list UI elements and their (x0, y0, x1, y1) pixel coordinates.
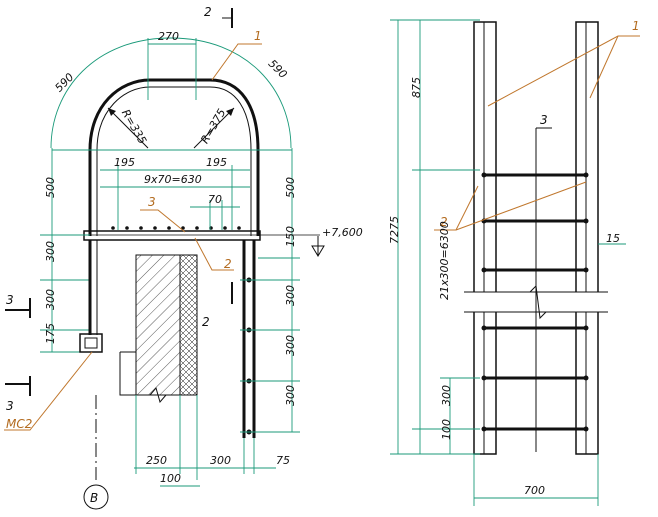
leader-1 (211, 43, 262, 81)
dim-300-right-a: 300 (284, 285, 297, 306)
platform-bolts (111, 226, 241, 230)
wall-section-insulation (179, 254, 198, 396)
dim-175: 175 (44, 323, 57, 344)
dim-300-left-b: 300 (44, 289, 57, 310)
ladder-rungs-side (246, 277, 252, 435)
dim-300-right: 300 (440, 385, 453, 406)
dim-300-bottom: 300 (210, 454, 231, 467)
section-2-side-label: 2 (202, 315, 210, 329)
section-3-bottom-label: 3 (6, 399, 14, 413)
arc-dim-left: 590 (52, 71, 76, 95)
level-mark-icon (311, 236, 325, 257)
left-view: 2 1 590 590 270 R=335 R=375 195 195 9x70… (4, 5, 363, 510)
dim-270: 270 (158, 30, 179, 43)
dim-300-right-c: 300 (284, 385, 297, 406)
radius-right: R=375 (198, 107, 228, 146)
callout-2-left: 2 (224, 257, 232, 271)
radius-left: R=335 (119, 107, 149, 146)
callout-3-left: 3 (148, 195, 156, 209)
leader-mc2 (4, 351, 93, 431)
section-3-bottom-marker (5, 376, 31, 396)
dim-150: 150 (284, 226, 297, 247)
right-view: 1 2 3 7275 875 21x300=6300 300 100 15 70… (388, 19, 640, 506)
axis-bubble (83, 484, 109, 510)
dim-9x70: 9x70=630 (144, 173, 202, 186)
dim-70: 70 (208, 193, 222, 206)
label-mc2: МС2 (6, 417, 32, 431)
dim-300-right-b: 300 (284, 335, 297, 356)
radius-left-arrow (108, 108, 116, 116)
bottom-bracket-inner (84, 337, 98, 349)
level-mark: +7,600 (322, 226, 363, 239)
dim-7275: 7275 (388, 216, 401, 244)
dim-21x300: 21x300=6300 (438, 221, 451, 300)
leader-1b (589, 35, 619, 99)
cage-arch (88, 78, 260, 236)
dim-100-right: 100 (440, 419, 453, 440)
callout-3-right: 3 (540, 113, 548, 127)
rung-bolts (481, 172, 589, 432)
cage-arch-inner (96, 86, 252, 236)
stringer-left (473, 21, 497, 455)
wall-ledge (119, 351, 136, 396)
callout-1-left: 1 (254, 29, 262, 43)
stringer-right (575, 21, 599, 455)
leader-3 (140, 209, 186, 233)
radius-left-line (107, 107, 149, 149)
dim-700: 700 (524, 484, 545, 497)
wall-section-brick (135, 254, 181, 396)
rungs (484, 173, 586, 431)
callout-2-right: 2 (440, 215, 448, 229)
dim-195-left: 195 (114, 156, 135, 169)
dim-250: 250 (146, 454, 167, 467)
break-line (149, 386, 167, 404)
axis-label: В (90, 491, 98, 505)
dim-100-left: 100 (160, 472, 181, 485)
radius-right-line (193, 107, 235, 149)
callout-1-right: 1 (632, 19, 640, 33)
section-3-top-marker (5, 298, 31, 318)
section-3-top-label: 3 (6, 293, 14, 307)
section-2-top-label: 2 (204, 5, 212, 19)
dim-500-left: 500 (44, 177, 57, 198)
arc-dimension-outer (50, 37, 292, 149)
leader-2b (455, 181, 587, 231)
dim-75: 75 (276, 454, 290, 467)
leader-1a (487, 35, 640, 107)
break-zigzag (529, 284, 547, 320)
bottom-bracket-mc2 (79, 333, 103, 353)
dim-875: 875 (410, 77, 423, 98)
arc-dim-right: 590 (266, 57, 290, 81)
dim-195-right: 195 (206, 156, 227, 169)
radius-right-arrow (226, 108, 234, 116)
dim-15: 15 (606, 232, 620, 245)
dim-300-left-a: 300 (44, 241, 57, 262)
platform-beam (83, 230, 261, 241)
dim-500-right: 500 (284, 177, 297, 198)
leader-2 (194, 237, 234, 271)
